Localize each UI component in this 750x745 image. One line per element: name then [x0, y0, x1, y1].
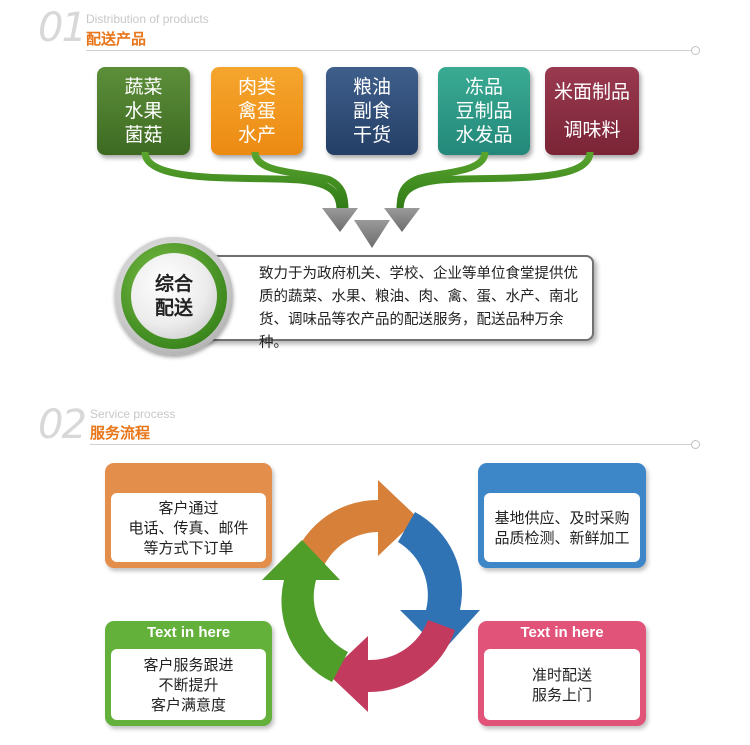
section1-number: 01 — [38, 5, 87, 51]
process-line: 品质检测、新鲜加工 — [494, 528, 630, 547]
product-line: 菌菇 — [124, 124, 163, 146]
arrow-left-curve — [141, 151, 344, 211]
section1-divider — [86, 50, 692, 51]
process-box-order: 客户通过 电话、传真、邮件 等方式下订单 — [105, 463, 272, 568]
cycle-arrow-blue — [398, 512, 480, 652]
product-line: 粮油 — [352, 76, 391, 98]
arrow-head-left — [322, 208, 358, 232]
product-line: 冻品 — [464, 76, 503, 98]
arrow-left2-curve — [251, 151, 349, 211]
process-cycle — [262, 480, 480, 712]
product-line: 调味料 — [563, 119, 621, 141]
process-box-followup: Text in here 客户服务跟进 不断提升 客户满意度 — [105, 621, 272, 726]
section1-subtitle: Distribution of products — [86, 12, 209, 26]
process-line: 基地供应、及时采购 — [494, 508, 630, 527]
section2-divider-dot — [691, 440, 700, 449]
center-description-text: 致力于为政府机关、学校、企业等单位食堂提供优质的蔬菜、水果、粮油、肉、禽、蛋、水… — [259, 266, 578, 351]
section2-subtitle: Service process — [90, 407, 176, 421]
section2-number: 02 — [38, 402, 87, 448]
product-line: 米面制品 — [553, 81, 630, 103]
product-line: 禽蛋 — [237, 100, 276, 122]
product-line: 肉类 — [237, 76, 276, 98]
center-description-box: 致力于为政府机关、学校、企业等单位食堂提供优质的蔬菜、水果、粮油、肉、禽、蛋、水… — [195, 255, 594, 351]
section1-divider-dot — [691, 46, 700, 55]
section1-title: 配送产品 — [86, 30, 147, 48]
arrow-right2-curve — [396, 151, 594, 211]
arrow-head-right — [384, 208, 420, 232]
cycle-arrow-green — [262, 540, 348, 682]
product-line: 水产 — [237, 124, 276, 146]
process-box-header: Text in here — [520, 624, 604, 641]
product-line: 干货 — [352, 124, 391, 146]
process-line: 客户满意度 — [150, 695, 226, 714]
converging-arrows — [141, 151, 594, 248]
section2-title: 服务流程 — [90, 424, 151, 442]
product-line: 水果 — [124, 100, 163, 122]
process-line: 准时配送 — [531, 665, 592, 684]
product-line: 水发品 — [455, 124, 513, 146]
process-line: 电话、传真、邮件 — [128, 518, 249, 537]
arrow-head-center — [354, 220, 390, 248]
center-badge-line: 综合 — [154, 273, 193, 295]
process-line: 客户通过 — [158, 498, 219, 517]
product-box-frozen: 冻品 豆制品 水发品 — [438, 67, 530, 155]
product-line: 副食 — [352, 100, 391, 122]
section2-divider — [90, 444, 692, 445]
cycle-arrow-orange — [290, 480, 418, 575]
process-box-header: Text in here — [146, 624, 231, 641]
center-badge-line: 配送 — [154, 297, 193, 319]
process-line: 不断提升 — [158, 675, 219, 694]
product-line: 蔬菜 — [124, 76, 163, 98]
process-line: 客户服务跟进 — [143, 655, 234, 674]
process-line: 等方式下订单 — [143, 538, 234, 557]
cycle-arrow-pink — [328, 620, 455, 712]
process-box-header — [478, 463, 646, 487]
product-box-meat: 肉类 禽蛋 水产 — [211, 67, 303, 155]
process-box-supply: 基地供应、及时采购 品质检测、新鲜加工 — [478, 463, 646, 568]
process-line: 服务上门 — [531, 685, 592, 704]
product-box-vegetables: 蔬菜 水果 菌菇 — [97, 67, 190, 155]
product-line: 豆制品 — [455, 100, 513, 122]
product-box-rice-flour: 米面制品 调味料 — [545, 67, 639, 155]
center-badge: 综合 配送 — [131, 253, 217, 339]
process-box-header — [105, 463, 272, 487]
product-box-grain-oil: 粮油 副食 干货 — [326, 67, 418, 155]
process-box-delivery: Text in here 准时配送 服务上门 — [478, 621, 646, 726]
